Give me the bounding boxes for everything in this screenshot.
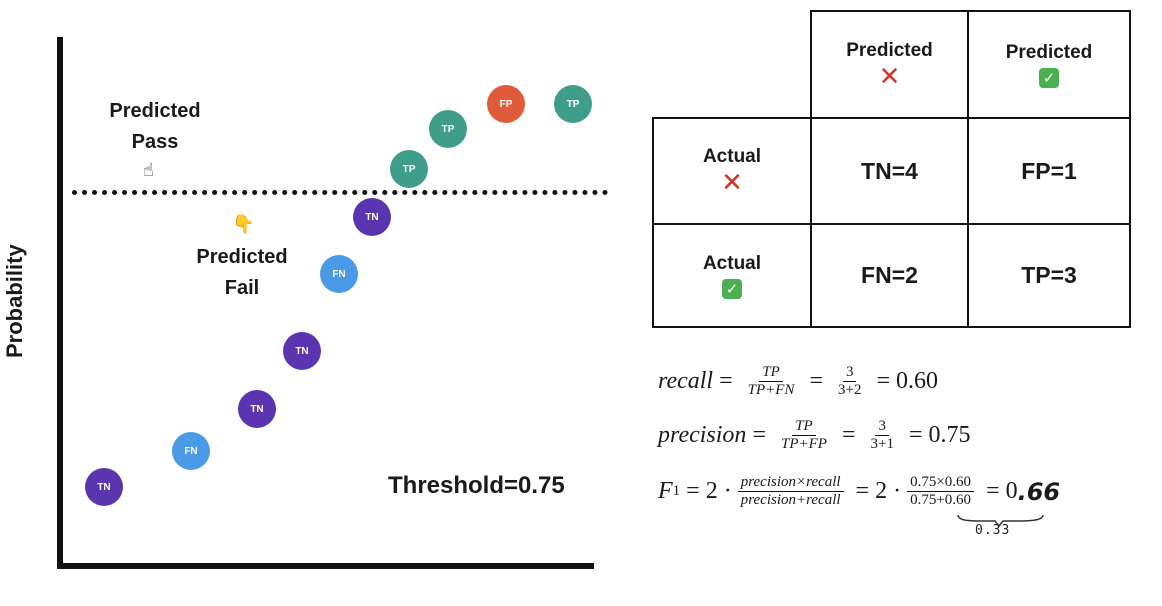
predicted-fail-line1: Predicted: [196, 246, 288, 268]
y-axis-label: Probability: [2, 244, 27, 358]
point-tn: TN: [283, 332, 321, 370]
point-tp: TP: [429, 110, 467, 148]
f1-handwritten-value: .66: [1017, 477, 1061, 506]
handwritten-brace: [957, 514, 1044, 528]
predicted-pass-line2: Pass: [131, 131, 179, 153]
cell-true-negative: TN=4: [861, 157, 918, 184]
row-header-actual-negative: Actual ✕: [702, 146, 762, 197]
threshold-line: [72, 190, 608, 195]
precision-value: 0.75: [928, 422, 971, 448]
pointing-up-icon: ☝: [143, 160, 154, 180]
point-tn: TN: [85, 468, 123, 506]
cell-false-negative: FN=2: [861, 262, 918, 288]
red-cross-icon: ✕: [721, 167, 743, 197]
pointing-down-icon: 👇: [232, 214, 255, 234]
handwritten-note: 0.33: [975, 523, 1011, 538]
point-tn: TN: [353, 198, 391, 236]
point-tp: TP: [390, 150, 428, 188]
green-check-icon: ✓: [1039, 67, 1059, 88]
predicted-fail-label: Predicted Fail: [182, 242, 302, 304]
point-fp: FP: [487, 85, 525, 123]
green-check-icon: ✓: [722, 278, 742, 299]
predicted-fail-line2: Fail: [224, 277, 260, 299]
threshold-value-label: Threshold=0.75: [388, 472, 565, 499]
point-tp: TP: [554, 85, 592, 123]
y-axis: [57, 37, 63, 569]
x-axis: [57, 563, 594, 569]
cell-false-positive: FP=1: [1021, 157, 1077, 184]
row-header-actual-positive: Actual ✓: [702, 252, 762, 299]
predicted-pass-label: Predicted Pass: [95, 96, 215, 158]
recall-value: 0.60: [896, 368, 938, 394]
col-header-predicted-positive: Predicted ✓: [1005, 41, 1093, 88]
point-fn: FN: [172, 432, 210, 470]
red-cross-icon: ✕: [878, 60, 901, 91]
col-header-predicted-negative: Predicted ✕: [846, 39, 933, 91]
point-tn: TN: [238, 390, 276, 428]
point-fn: FN: [320, 255, 358, 293]
cell-true-positive: TP=3: [1021, 262, 1077, 288]
predicted-pass-line1: Predicted: [109, 100, 201, 122]
